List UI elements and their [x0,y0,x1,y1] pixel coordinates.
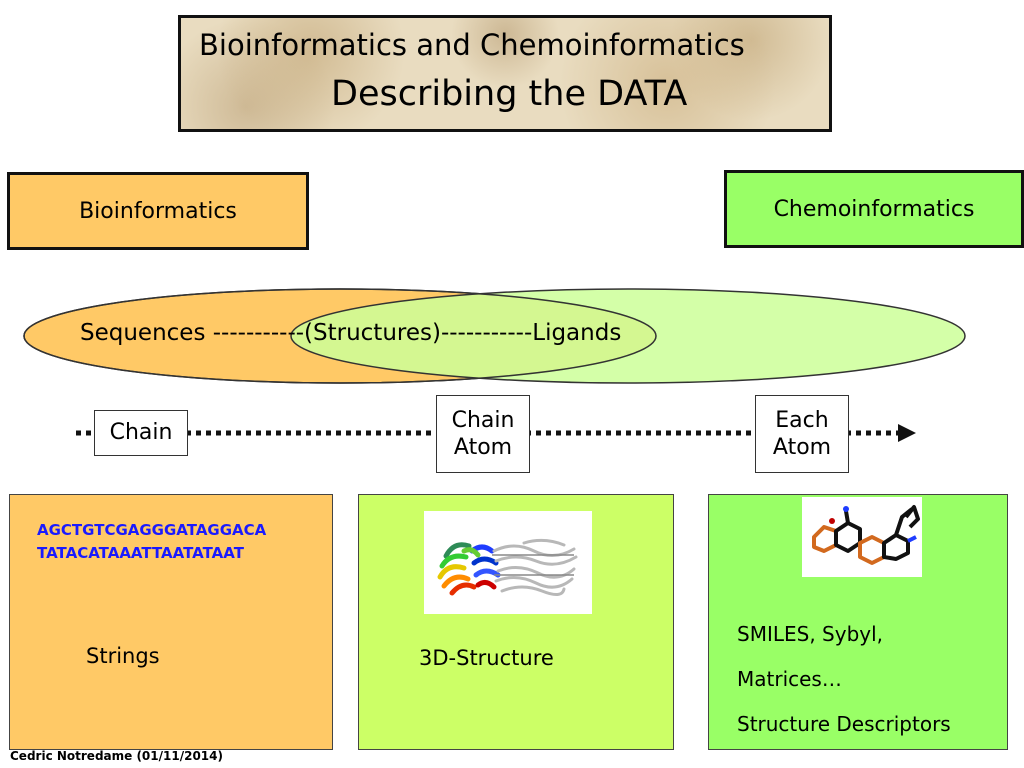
3d-structure-label: 3D-Structure [419,646,554,670]
each-atom-label-line-1: Each [775,407,829,433]
molecule-structure-image [802,497,922,577]
sequences-structures-ligands-line: Sequences -----------(Structures)-------… [80,320,622,346]
title-line-2: Describing the DATA [331,74,688,114]
overlap-ellipses [23,288,966,384]
chain-label-box: Chain [94,410,188,456]
chem-descriptors-line-1: SMILES, Sybyl, [737,622,884,646]
chem-descriptors-text: SMILES, Sybyl, Matrices… Structure Descr… [737,612,951,747]
bioinformatics-box: Bioinformatics [7,172,309,250]
author-credit: Cedric Notredame (01/11/2014) [10,749,223,763]
chain-atom-label-line-2: Atom [453,435,513,460]
chemo-ellipse [290,288,966,384]
title-box: Bioinformatics and Chemoinformatics Desc… [178,15,832,132]
chemoinformatics-box: Chemoinformatics [724,170,1024,248]
chain-atom-label-line-1: Chain [451,407,515,433]
each-atom-label-box: Each Atom [755,395,849,473]
chem-descriptors-line-2: Matrices… [737,667,842,691]
each-atom-label-line-2: Atom [772,435,832,460]
protein-structure-image [424,511,592,614]
chem-descriptors-line-3: Structure Descriptors [737,712,951,736]
strings-label: Strings [86,644,160,668]
chain-atom-label-box: Chain Atom [436,395,530,473]
dna-sequence-line-1: AGCTGTCGAGGGATAGGACA [37,521,267,539]
arrow-head [898,424,916,442]
bio-ellipse-outline [23,288,657,384]
chain-label: Chain [109,420,173,446]
strings-panel [9,494,333,750]
dna-sequence: AGCTGTCGAGGGATAGGACA TATACATAAATTAATATAA… [37,519,266,565]
title-line-1: Bioinformatics and Chemoinformatics [199,28,745,62]
dna-sequence-line-2: TATACATAAATTAATATAAT [37,544,244,562]
